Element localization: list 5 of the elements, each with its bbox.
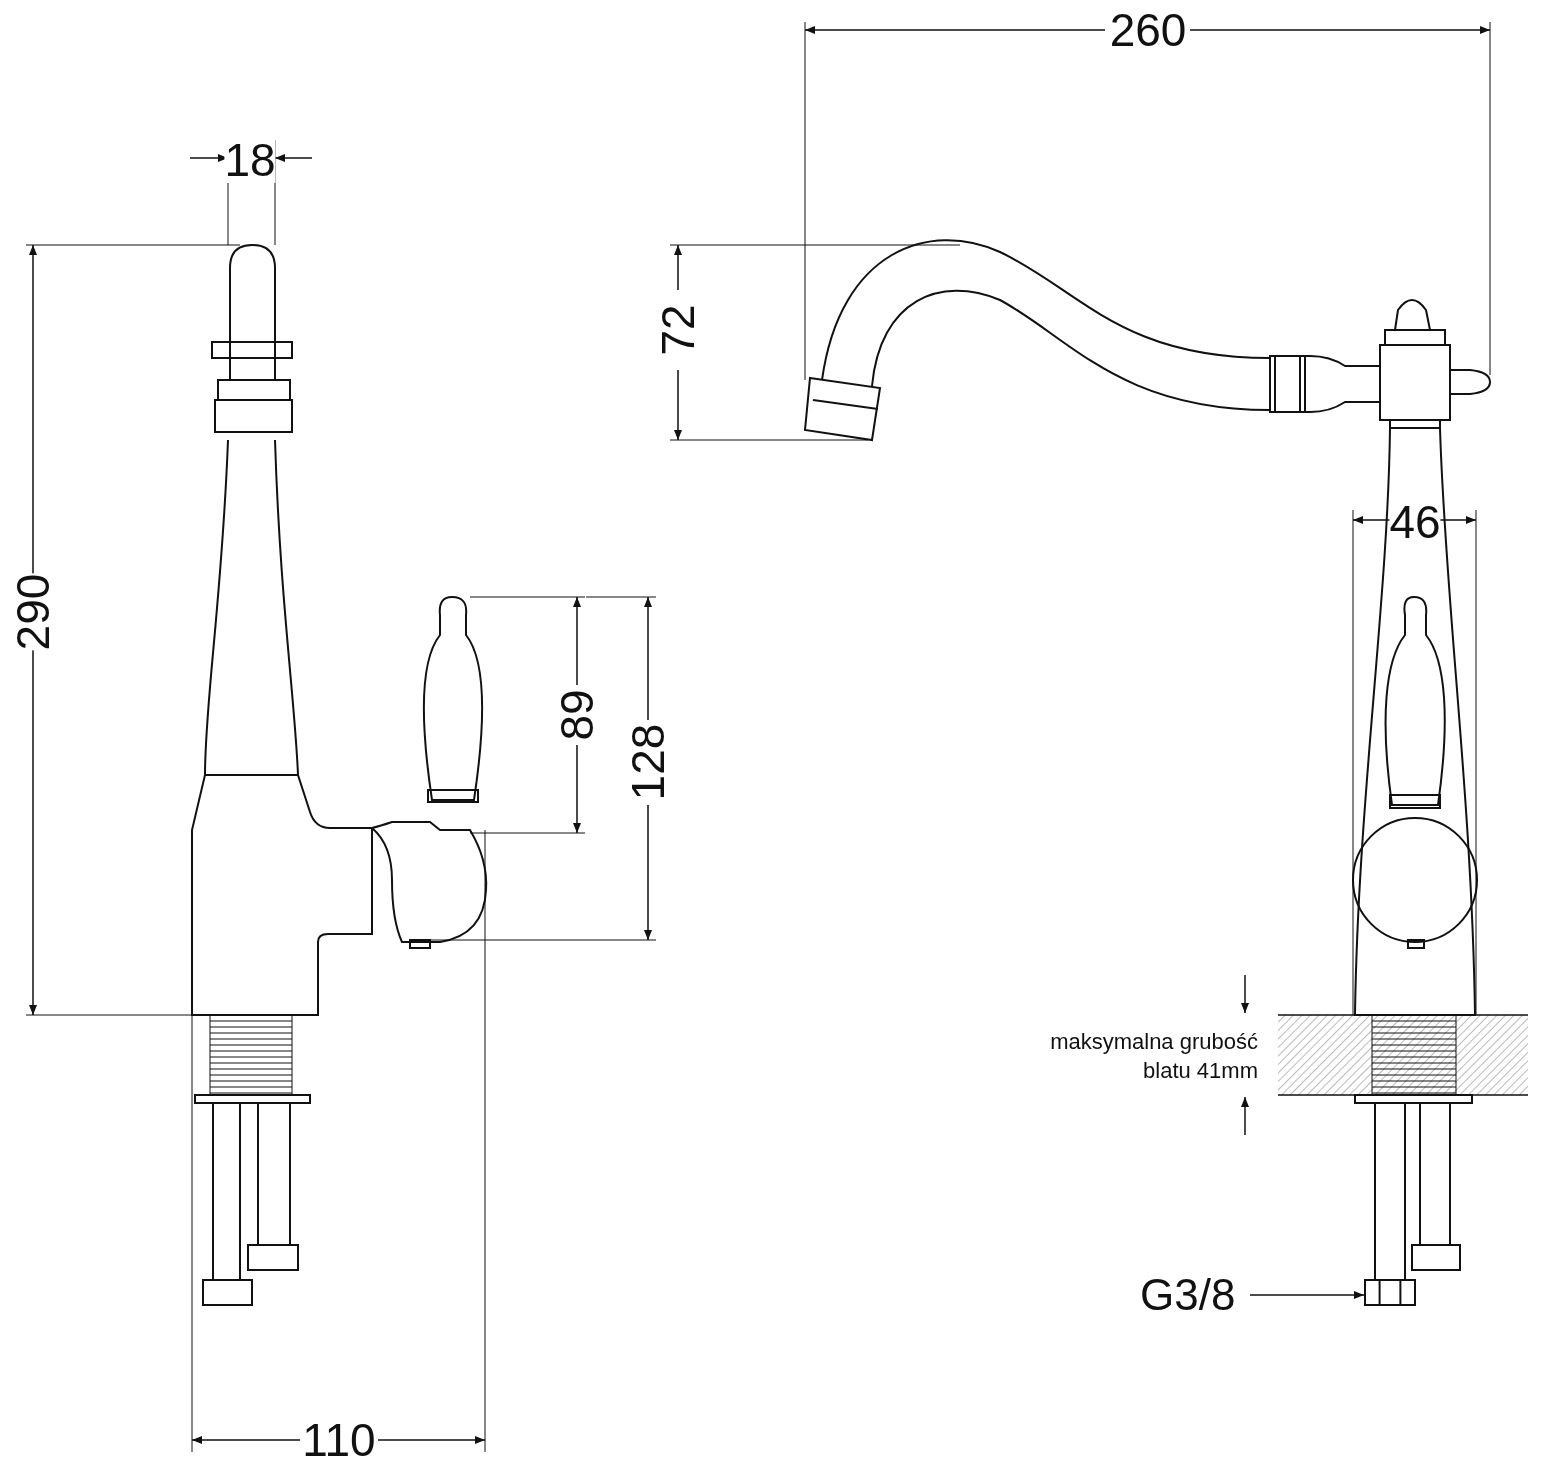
thread-size-label: G3/8 (1140, 1272, 1236, 1318)
leader-line (1249, 1291, 1365, 1299)
note-text: maksymalna grubość blatu 41mm (1049, 1028, 1258, 1085)
dimension-value: 18 (224, 137, 276, 183)
connector-nut-drawing (1364, 1279, 1416, 1306)
